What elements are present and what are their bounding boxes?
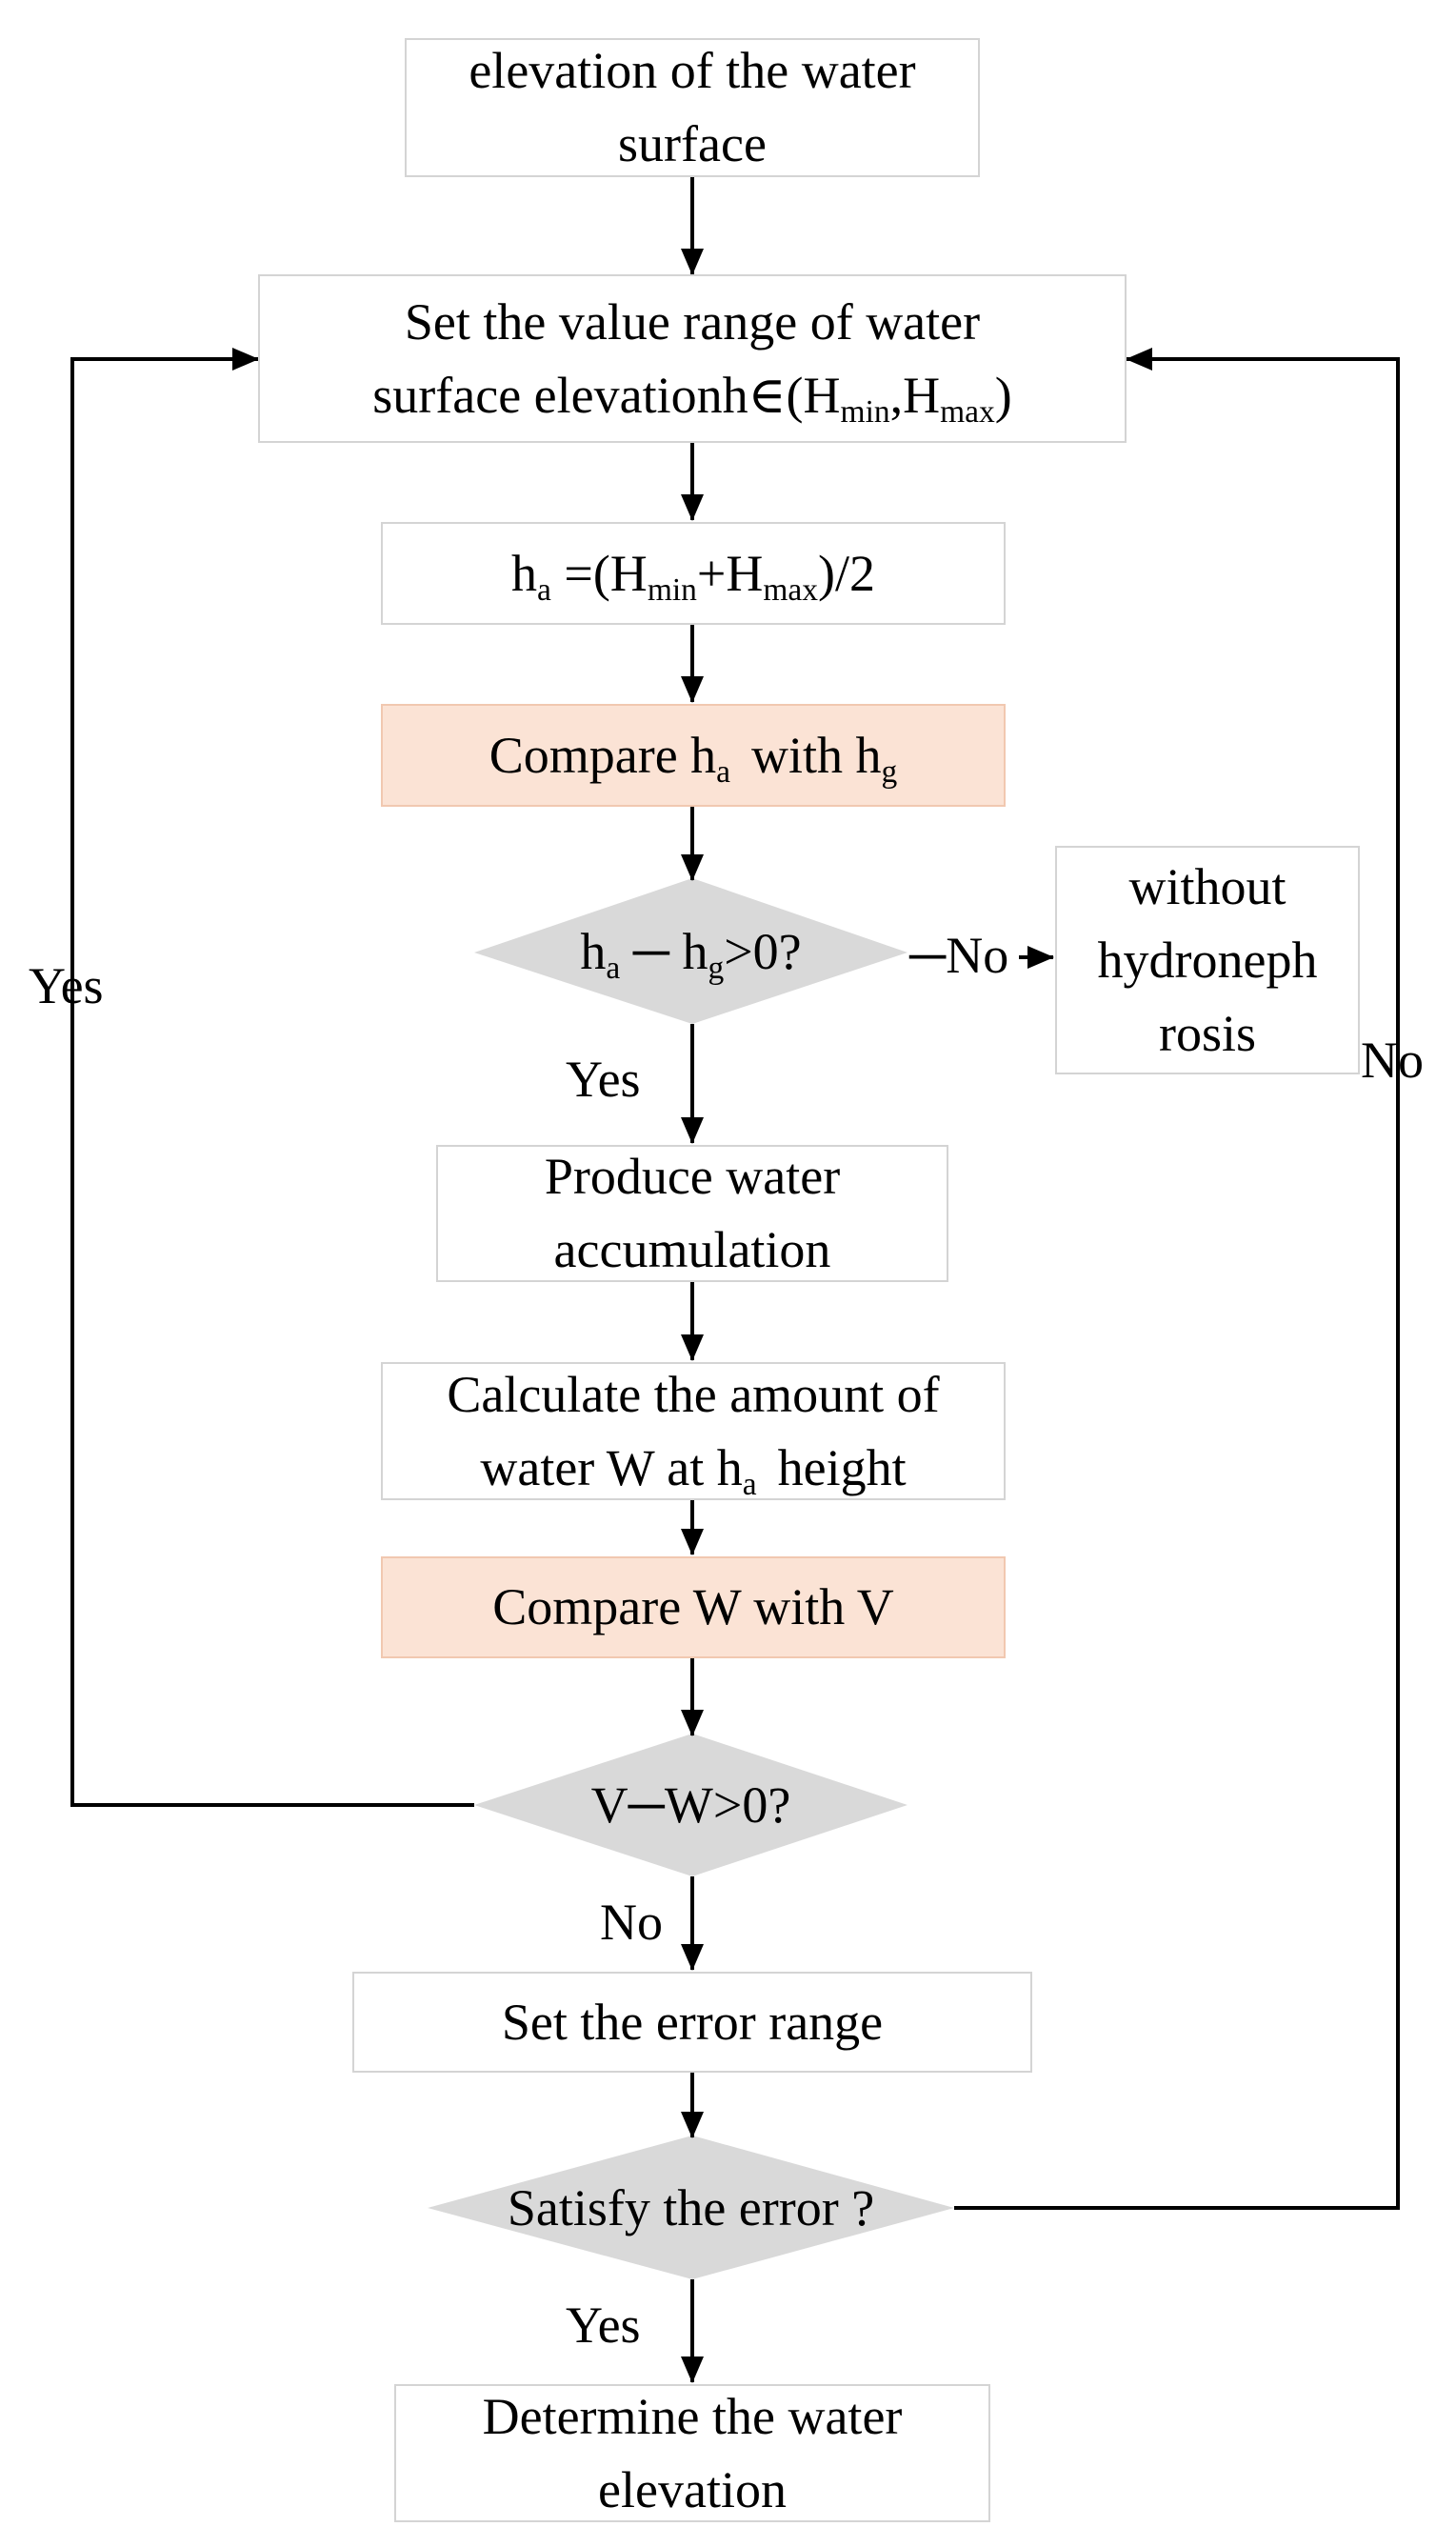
- label-no-right-loop: No: [1361, 1032, 1424, 1089]
- decision-diamond-h: [474, 878, 908, 1024]
- compare-w-box: Compare W with V: [381, 1556, 1006, 1658]
- error-range-text: Set the error range: [501, 1993, 884, 2051]
- start-line2: surface: [618, 115, 767, 172]
- label-yes-below-err: Yes: [566, 2296, 641, 2354]
- determine-box: Determine the water elevation: [394, 2384, 990, 2522]
- error-range-box: Set the error range: [352, 1972, 1032, 2073]
- label-no-right-h: ─No: [909, 927, 1009, 984]
- produce-line2: accumulation: [553, 1221, 831, 1278]
- start-box: elevation of the water surface: [405, 38, 980, 177]
- decision-w-text: V─W>0?: [590, 1776, 791, 1834]
- start-line1: elevation of the water: [469, 42, 916, 99]
- decision-diamond-w: [474, 1734, 908, 1876]
- decision-error-text: Satisfy the error ?: [507, 2178, 875, 2236]
- without-line3: rosis: [1158, 1004, 1256, 1062]
- calculate-line1: Calculate the amount of: [447, 1365, 940, 1423]
- set-range-line1: Set the value range of water: [404, 292, 981, 351]
- set-range-line2: surface elevationh∈(Hmin,Hmax): [372, 366, 1012, 430]
- compare-w-text: Compare W with V: [492, 1578, 894, 1635]
- determine-line2: elevation: [598, 2460, 787, 2518]
- label-yes-left-loop: Yes: [29, 957, 104, 1014]
- label-no-below-w: No: [600, 1894, 663, 1951]
- without-box: without hydroneph rosis: [1055, 846, 1360, 1074]
- without-line1: without: [1128, 857, 1286, 915]
- produce-line1: Produce water: [544, 1148, 841, 1205]
- decision-diamond-error: [428, 2136, 954, 2279]
- loop-yes-left: [70, 348, 474, 1807]
- set-range-box: Set the value range of water surface ele…: [258, 274, 1127, 443]
- midpoint-formula: ha =(Hmin+Hmax)/2: [511, 544, 875, 608]
- produce-box: Produce water accumulation: [436, 1145, 948, 1282]
- label-yes-below-h: Yes: [566, 1051, 641, 1108]
- loop-no-right: [954, 348, 1400, 2210]
- without-line2: hydroneph: [1097, 931, 1318, 989]
- determine-line1: Determine the water: [482, 2387, 903, 2445]
- decision-h-text: ha ─ hg>0?: [580, 922, 802, 986]
- midpoint-box: ha =(Hmin+Hmax)/2: [381, 522, 1006, 625]
